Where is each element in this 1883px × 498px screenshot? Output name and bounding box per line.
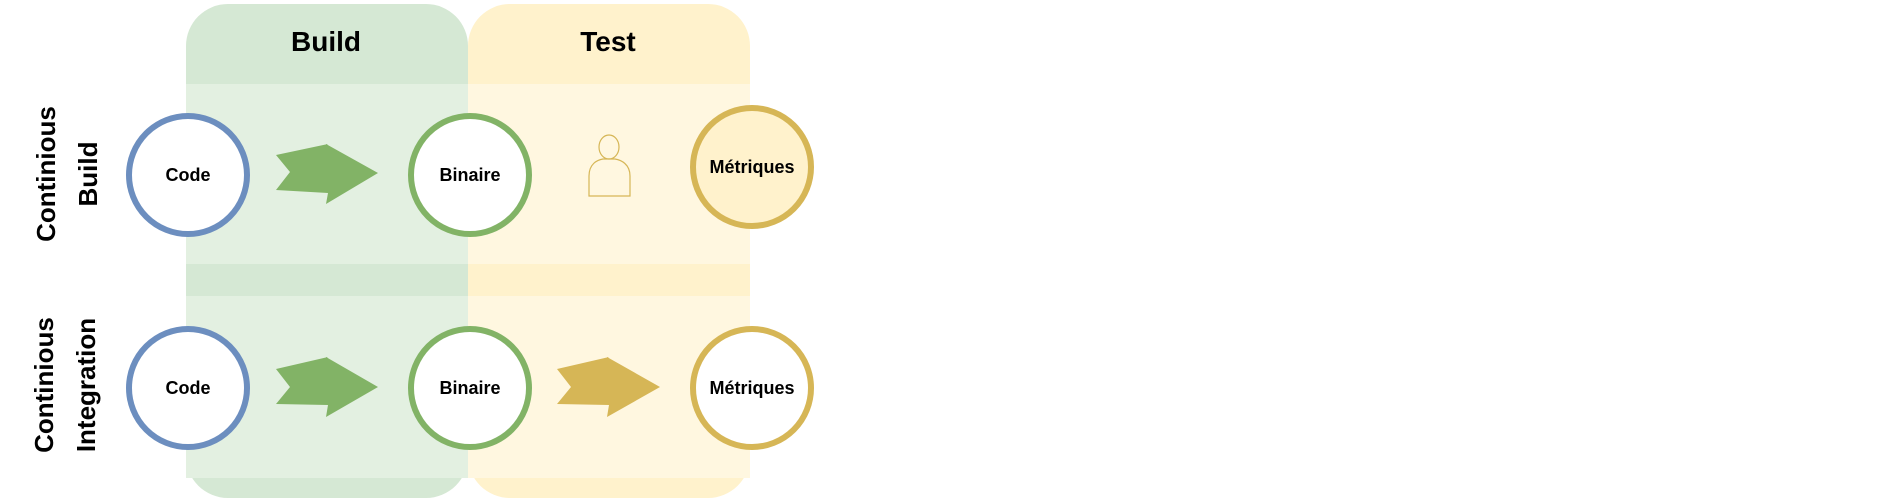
row-label-continious-integration: Continious Integration [29,317,101,453]
person-icon [588,134,631,197]
node-code-row1: Code [126,113,250,237]
arrow-code-to-binaire-row2 [276,357,378,417]
arrow-code-to-binaire-row1 [276,144,378,204]
node-binaire-row1: Binaire [408,113,532,237]
arrow-binaire-to-metriques-row2 [557,357,660,417]
node-binaire-row2: Binaire [408,326,532,450]
node-metriques-row2: Métriques [690,326,814,450]
node-code-row2: Code [126,326,250,450]
row-label-continious-build: Continious Build [31,106,103,242]
node-metriques-row1: Métriques [690,105,814,229]
column-title-test: Test [580,26,636,57]
column-title-build: Build [291,26,361,57]
